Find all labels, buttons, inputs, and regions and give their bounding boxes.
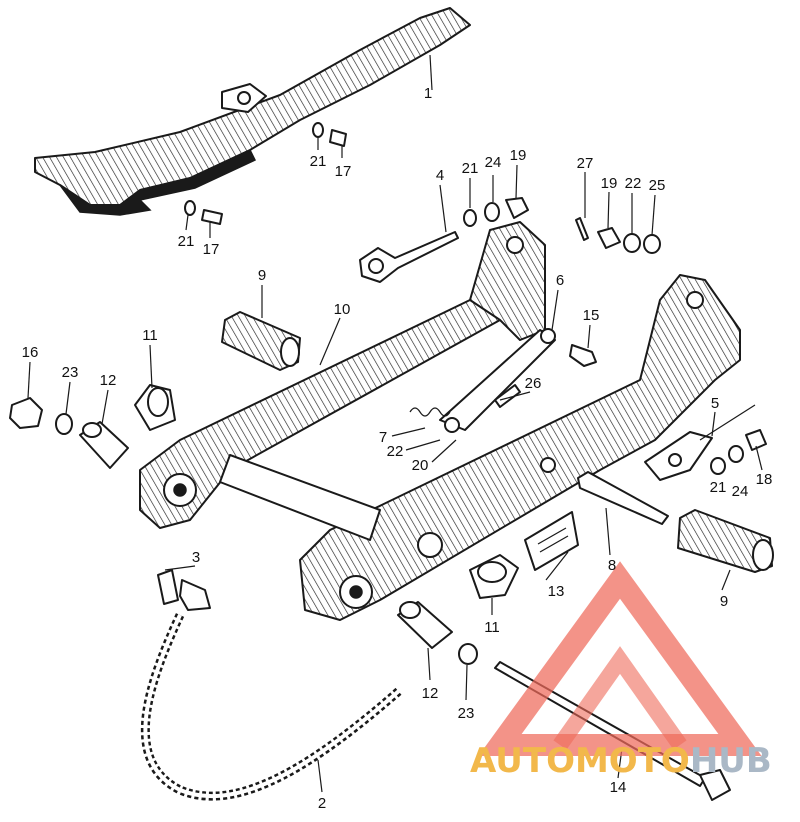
chain-connecting-link	[157, 569, 211, 611]
callout-label: 21	[310, 153, 327, 170]
callout-label: 17	[203, 241, 220, 258]
callout-label: 17	[335, 163, 352, 180]
guard-bolt-washer-lower	[184, 200, 223, 225]
watermark-triangle-inner	[553, 646, 687, 750]
callout-label: 20	[412, 457, 429, 474]
washer-upper	[55, 413, 73, 435]
guard-bolt-washer-upper	[312, 122, 347, 147]
callout-label: 3	[192, 549, 200, 566]
callout-label: 11	[142, 327, 158, 344]
callout-label: 13	[548, 583, 565, 600]
callout-label: 1	[424, 85, 432, 102]
watermark-logo: AUTOMOTOHUB	[470, 561, 772, 781]
pivot-nut	[9, 397, 43, 429]
callout-label: 21	[710, 479, 727, 496]
callout-label: 24	[485, 154, 502, 171]
brake-arm-washers	[710, 429, 767, 475]
callout-label: 21	[178, 233, 195, 250]
flange-bush-upper	[134, 384, 176, 431]
callout-label: 27	[577, 155, 594, 172]
callout-label: 12	[100, 372, 117, 389]
callout-label: 15	[583, 307, 600, 324]
small-bolt	[569, 344, 597, 367]
callout-label: 18	[756, 471, 773, 488]
callout-label: 11	[484, 619, 500, 636]
swing-arm-part	[139, 221, 741, 621]
drive-chain	[140, 613, 403, 801]
rubber-bush-right	[677, 509, 774, 573]
callout-label: 22	[387, 443, 404, 460]
watermark-triangle	[478, 561, 762, 756]
flange-bush-lower	[469, 554, 519, 599]
callout-label: 24	[732, 483, 749, 500]
callout-label: 2	[318, 795, 326, 812]
callout-labels: 1 21 17 21 17 4 21 24 19 27 19 22 25 9 6…	[22, 85, 773, 812]
torque-link-part	[439, 328, 556, 433]
callout-label: 21	[462, 160, 479, 177]
sleeve-upper	[79, 421, 129, 469]
callout-label: 19	[510, 147, 527, 164]
callout-label: 23	[62, 364, 79, 381]
chain-guard-part	[34, 7, 471, 216]
callout-label: 16	[22, 344, 39, 361]
callout-label: 6	[556, 272, 564, 289]
washer-lower	[458, 643, 478, 665]
top-washers-nuts-right	[575, 217, 661, 254]
callout-label: 12	[422, 685, 439, 702]
callout-label: 23	[458, 705, 475, 722]
callout-label: 19	[601, 175, 618, 192]
callout-label: 10	[334, 301, 351, 318]
callout-label: 26	[525, 375, 542, 392]
callout-label: 22	[625, 175, 642, 192]
callout-label: 4	[436, 167, 444, 184]
callout-label: 14	[610, 779, 627, 796]
label-plate	[524, 511, 579, 571]
watermark-text: AUTOMOTOHUB	[470, 741, 772, 781]
callout-label: 8	[608, 557, 616, 574]
callout-label: 9	[258, 267, 266, 284]
sleeve-lower	[397, 601, 453, 649]
top-washers-nuts-left	[463, 197, 529, 227]
brake-arm-plate	[644, 404, 756, 481]
rubber-bush-left	[221, 311, 301, 371]
axle-bolt	[577, 471, 669, 525]
chain-adjuster-bolt	[359, 231, 459, 283]
watermark-text-part2: HUB	[690, 741, 772, 781]
callout-label: 9	[720, 593, 728, 610]
callout-label: 7	[379, 429, 387, 446]
spring-and-pin	[409, 384, 521, 417]
leader-lines	[27, 54, 763, 793]
callout-label: 5	[711, 395, 719, 412]
watermark-text-part1: AUTOMOTO	[470, 741, 690, 781]
callout-label: 25	[649, 177, 666, 194]
